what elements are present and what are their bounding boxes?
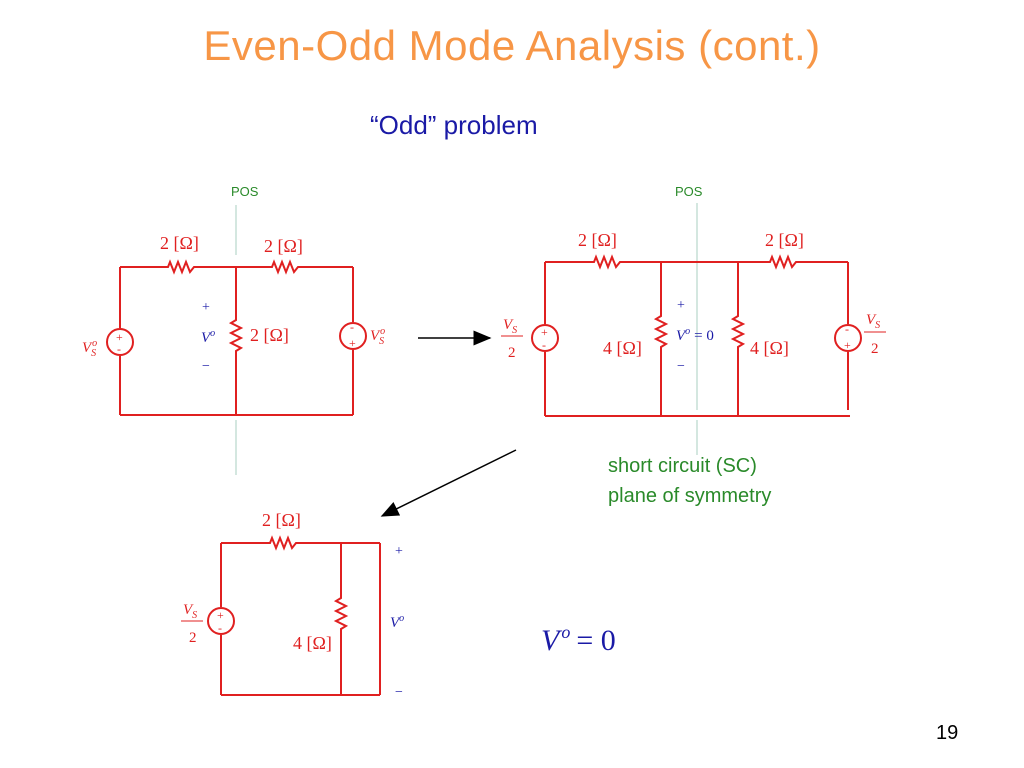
voltage-source: [339, 322, 367, 350]
circuit-original: POS + - - + 2 [Ω] 2 [Ω] 2 [Ω] + Vo: [82, 184, 385, 475]
svg-text:2: 2: [871, 341, 879, 357]
resistor-label: 4 [Ω]: [750, 338, 789, 358]
sc-annotation-line2: plane of symmetry: [608, 485, 772, 507]
voltage-symbol: Vo: [390, 613, 404, 631]
plus-sign: +: [202, 300, 210, 315]
source-fraction: VS 2: [864, 312, 886, 357]
voltage-source: [106, 328, 134, 356]
slide-title: Even-Odd Mode Analysis (cont.): [203, 22, 821, 69]
source-minus: -: [542, 338, 546, 352]
resistor: [236, 259, 353, 275]
svg-text:2: 2: [189, 630, 197, 646]
voltage-source: [834, 324, 862, 352]
sc-annotation-line1: short circuit (SC): [608, 455, 757, 477]
source-minus: -: [218, 621, 222, 635]
minus-sign: −: [202, 359, 210, 374]
source-fraction: VS 2: [501, 317, 523, 361]
svg-text:2: 2: [508, 345, 516, 361]
slide-subtitle: “Odd” problem: [370, 110, 538, 140]
resistor: [120, 259, 236, 275]
minus-sign: −: [677, 359, 685, 374]
resistor-label: 4 [Ω]: [293, 633, 332, 653]
arrow-down-left: [380, 449, 517, 517]
resistor-label: 2 [Ω]: [250, 325, 289, 345]
resistor-label: 2 [Ω]: [160, 233, 199, 253]
resistor-label: 2 [Ω]: [578, 230, 617, 250]
page-number: 19: [936, 722, 959, 744]
svg-text:VS: VS: [503, 317, 517, 336]
resistor: [653, 262, 669, 416]
svg-text:VS: VS: [183, 602, 197, 621]
source-minus: -: [350, 320, 354, 334]
source-plus: +: [116, 330, 123, 344]
voltage-source: [531, 324, 559, 352]
svg-text:VS: VS: [866, 312, 880, 331]
circuit-odd: POS + - - + 2 [Ω] 2 [Ω] 4 [Ω] 4 [Ω] + Vo…: [501, 184, 886, 455]
pos-label: POS: [231, 184, 259, 199]
circuit-half: + - 2 [Ω] 4 [Ω] VS 2 + Vo −: [181, 510, 404, 700]
resistor-label: 2 [Ω]: [262, 510, 301, 530]
resistor: [738, 254, 848, 270]
voltage-source: [207, 607, 235, 635]
pos-label: POS: [675, 184, 703, 199]
plus-sign: +: [677, 298, 685, 313]
plus-sign: +: [395, 544, 403, 559]
source-plus: +: [541, 325, 548, 339]
resistor: [228, 267, 244, 415]
resistor-label: 4 [Ω]: [603, 338, 642, 358]
resistor-label: 2 [Ω]: [765, 230, 804, 250]
resistor: [333, 543, 349, 695]
minus-sign: −: [395, 685, 403, 700]
source-plus: +: [349, 336, 356, 350]
resistor: [545, 254, 738, 270]
voltage-symbol: Vo= 0: [676, 326, 714, 344]
resistor: [221, 535, 380, 551]
source-minus: -: [845, 322, 849, 336]
resistor-label: 2 [Ω]: [264, 236, 303, 256]
voltage-symbol: Vo: [201, 328, 215, 346]
source-plus: +: [844, 338, 851, 352]
source-fraction: VS 2: [181, 602, 203, 646]
source-plus: +: [217, 608, 224, 622]
resistor: [730, 262, 746, 416]
source-minus: -: [117, 342, 121, 356]
